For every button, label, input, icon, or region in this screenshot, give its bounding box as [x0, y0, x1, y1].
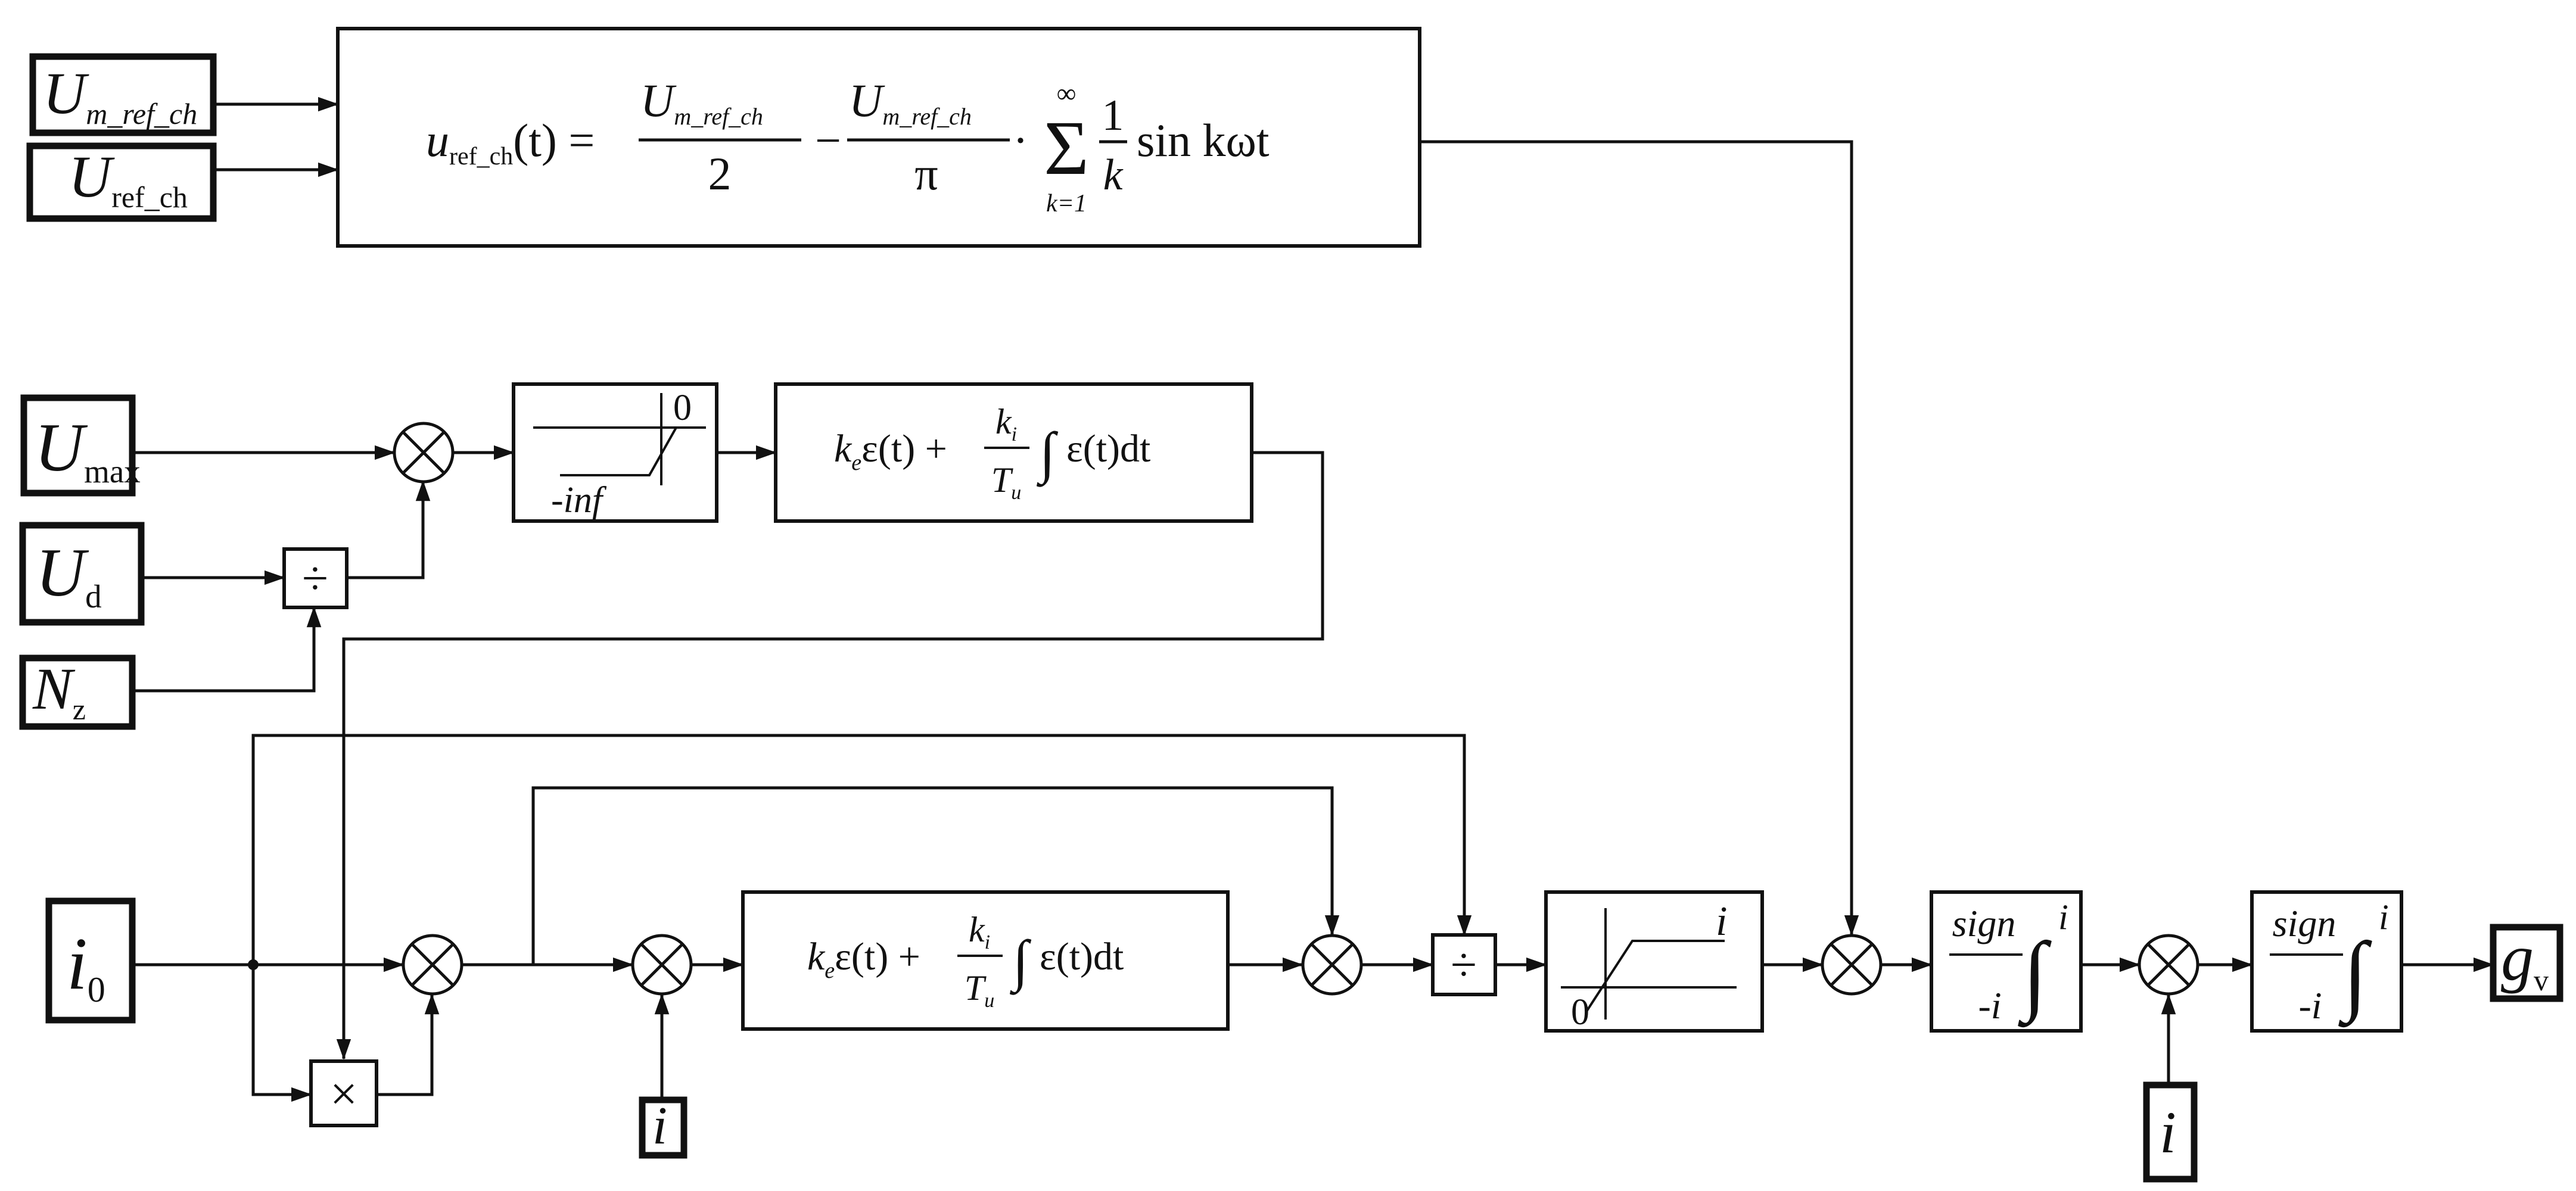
svg-text:Um_ref_ch: Um_ref_ch	[43, 60, 197, 130]
svg-text:∫: ∫	[2018, 924, 2052, 1028]
input-u-ref-ch: Uref_ch	[26, 142, 217, 222]
wire-formula-to-sum	[1420, 140, 1859, 936]
input-u-max: Umax	[20, 394, 141, 497]
multiply-block: ×	[309, 1059, 378, 1127]
summing-junction-upper	[393, 422, 455, 484]
svg-text:sign: sign	[2273, 902, 2337, 944]
wire-multiply-to-sum	[377, 993, 440, 1096]
input-u-d: Ud	[19, 522, 145, 626]
summing-junction-3	[1301, 934, 1363, 996]
svg-text:Tu: Tu	[991, 460, 1021, 504]
sum-upper-limit: ∞	[1057, 78, 1077, 108]
svg-text:i: i	[2160, 1099, 2176, 1165]
svg-text:keε(t) +: keε(t) +	[834, 427, 947, 475]
divide-block-upper: ÷	[282, 547, 349, 609]
svg-text:ki: ki	[969, 910, 990, 953]
svg-text:i: i	[2058, 897, 2068, 937]
summing-junction-2	[631, 934, 693, 996]
summing-junction-1	[402, 934, 463, 996]
svg-text:keε(t) +: keε(t) +	[807, 935, 920, 983]
fraction-1-denominator: 2	[708, 148, 732, 199]
svg-text:i0: i0	[67, 923, 105, 1009]
input-i-lower: i	[639, 1096, 687, 1159]
limiter-block-upper: 0 -inf	[512, 382, 718, 523]
svg-text:-i: -i	[1978, 984, 2001, 1027]
svg-text:Uref_ch: Uref_ch	[69, 144, 188, 214]
wire-feedforward	[531, 786, 1340, 965]
svg-text:Umax: Umax	[35, 410, 141, 490]
svg-text:∫: ∫	[1009, 928, 1032, 995]
output-g-v: gv	[2490, 921, 2563, 1002]
svg-text:gv: gv	[2501, 921, 2549, 997]
limiter-upper-top-label: 0	[673, 388, 692, 428]
sum-symbol: Σ	[1044, 105, 1089, 191]
signal-wires	[132, 96, 2494, 1102]
limiter-lower-top-label: i	[1716, 899, 1727, 944]
fraction-2-denominator: π	[914, 148, 938, 199]
fraction-3-numerator: 1	[1102, 91, 1124, 140]
svg-text:Tu: Tu	[965, 968, 994, 1012]
sum-lower-limit: k=1	[1046, 190, 1087, 217]
pi-controller-upper: keε(t) + ki Tu ∫ ε(t)dt	[774, 382, 1253, 523]
wire-divide-to-sum	[347, 480, 431, 579]
svg-text:i: i	[652, 1096, 667, 1155]
input-um-ref-ch: Um_ref_ch	[29, 53, 217, 136]
svg-text:ε(t)dt: ε(t)dt	[1040, 935, 1124, 978]
svg-text:∫: ∫	[1036, 420, 1059, 487]
wire-i0-to-divide	[251, 734, 1472, 965]
reference-formula-block: uref_ch(t) = Um_ref_ch 2 − Um_ref_ch π ·…	[336, 27, 1421, 248]
fraction-1-numerator: Um_ref_ch	[640, 74, 763, 130]
svg-text:÷: ÷	[1451, 939, 1477, 992]
sign-integrator-1: sign -i ∫ i	[1930, 890, 2083, 1033]
svg-text:i: i	[2379, 897, 2389, 937]
formula-lhs: uref_ch(t) =	[426, 114, 595, 170]
limiter-upper-bottom-label: -inf	[551, 480, 607, 520]
input-i0: i0	[45, 897, 136, 1024]
formula-dot: ·	[1013, 114, 1028, 166]
summing-junction-4	[1821, 934, 1883, 996]
svg-text:×: ×	[330, 1067, 357, 1121]
svg-text:ki: ki	[995, 402, 1017, 445]
junction-dot	[248, 959, 259, 970]
svg-text:÷: ÷	[302, 553, 328, 605]
pi-controller-lower: keε(t) + ki Tu ∫ ε(t)dt	[741, 890, 1230, 1031]
wire-pi-upper-to-multiply	[336, 451, 1324, 1060]
input-n-z: Nz	[19, 654, 136, 730]
formula-tail: sin kωt	[1137, 114, 1270, 166]
wire-nz-to-divide	[132, 606, 322, 693]
sign-integrator-2: sign -i ∫ i	[2250, 890, 2403, 1033]
fraction-3-denominator: k	[1103, 151, 1124, 199]
svg-text:-i: -i	[2298, 984, 2322, 1027]
svg-text:ε(t)dt: ε(t)dt	[1066, 427, 1150, 470]
limiter-lower-bottom-label: 0	[1571, 992, 1589, 1033]
wire-i0-to-multiply	[251, 965, 312, 1102]
limiter-block-lower: i 0	[1544, 890, 1764, 1033]
input-i-right: i	[2143, 1081, 2198, 1183]
summing-junction-5	[2138, 934, 2199, 996]
svg-text:Nz: Nz	[32, 656, 86, 726]
svg-text:Ud: Ud	[36, 535, 102, 615]
svg-text:∫: ∫	[2338, 924, 2372, 1028]
divide-block-lower: ÷	[1431, 933, 1497, 996]
formula-minus: −	[815, 114, 841, 166]
svg-text:sign: sign	[1952, 902, 2016, 944]
fraction-2-numerator: Um_ref_ch	[849, 74, 972, 130]
